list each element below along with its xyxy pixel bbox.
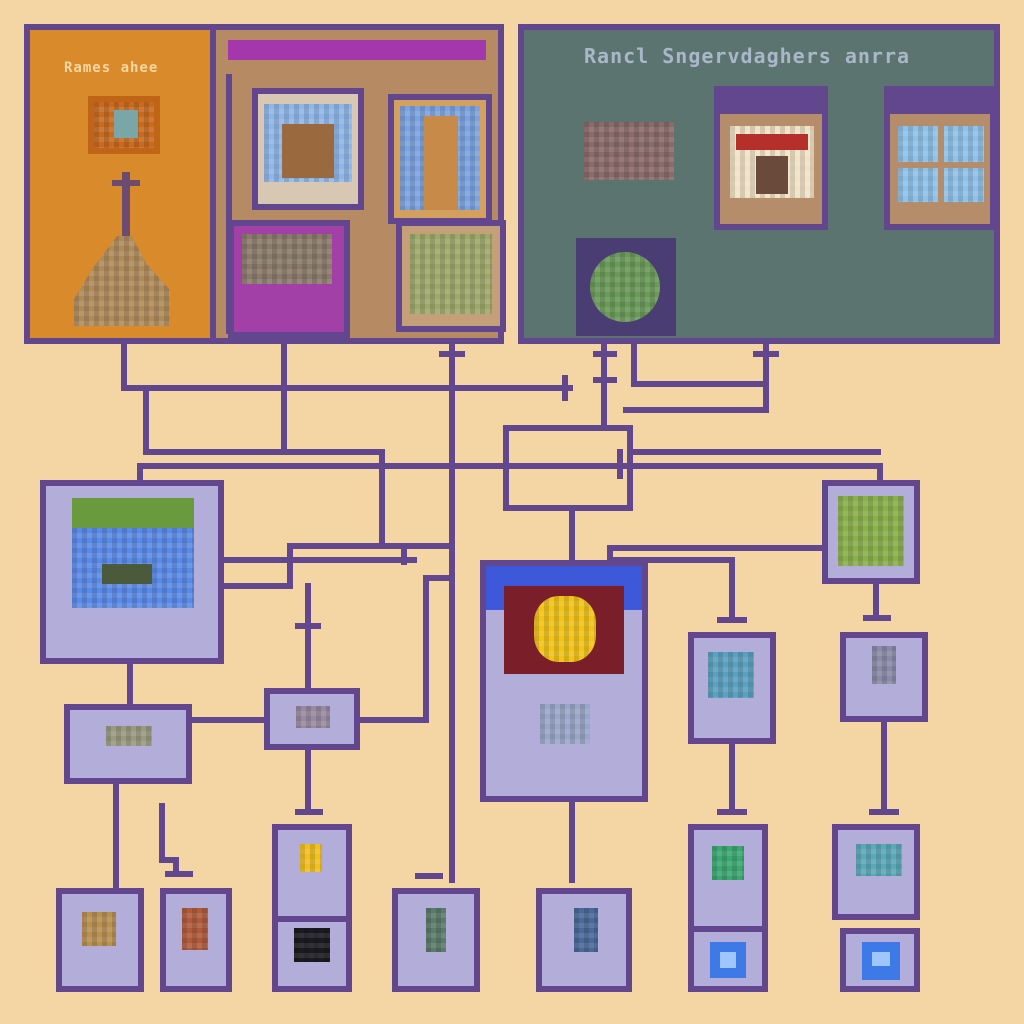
left-panel: Rames ahee [24, 24, 216, 344]
left-panel-title: Rames ahee [64, 60, 159, 76]
node-bottom-5[interactable] [536, 888, 632, 992]
node-bottom-6[interactable] [688, 824, 768, 992]
node-center[interactable] [480, 560, 648, 802]
node-bottom-8[interactable] [840, 928, 920, 992]
cross-bar [112, 180, 140, 186]
right-panel-title: Rancl Sngervdaghers anrra [584, 44, 911, 68]
mosaic-icon [584, 122, 674, 180]
node-843[interactable] [840, 632, 928, 722]
sword-icon [426, 908, 446, 952]
shop-tile [714, 86, 828, 230]
scroll-icon [296, 706, 330, 728]
tree-icon [242, 234, 332, 284]
cloud-icon [856, 844, 902, 876]
window-tile [884, 86, 996, 230]
sun-icon [534, 596, 596, 662]
barrel-icon [294, 928, 330, 962]
torch-icon [300, 844, 322, 872]
middle-panel-banner [228, 40, 486, 60]
window-icon [898, 126, 984, 202]
map-icon [410, 234, 492, 314]
globe-tile [576, 238, 676, 336]
node-bottom-3[interactable] [272, 824, 352, 992]
map-tile [396, 220, 506, 332]
castle-tile [252, 88, 364, 210]
node-bottom-2[interactable] [160, 888, 232, 992]
node-tree-right[interactable] [822, 480, 920, 584]
node-mid-left[interactable] [64, 704, 192, 784]
purple-tile [228, 220, 350, 338]
node-small[interactable] [264, 688, 360, 750]
node-island[interactable] [40, 480, 224, 664]
compass-icon [540, 704, 590, 744]
tree-icon [838, 496, 904, 566]
node-bottom-7[interactable] [832, 824, 920, 920]
chest-icon [106, 726, 152, 746]
blue-square-icon-2 [862, 942, 900, 980]
castle-icon [264, 104, 352, 182]
figure-icon [872, 646, 896, 684]
tower-icon [400, 106, 480, 210]
right-panel: Rancl Sngervdaghers anrra [518, 24, 1000, 344]
person-icon [182, 908, 208, 950]
crate-icon [82, 912, 116, 946]
staff-icon [574, 908, 598, 952]
house-icon [708, 652, 754, 698]
node-bottom-1[interactable] [56, 888, 144, 992]
gem-icon [712, 846, 744, 880]
blue-square-icon [710, 942, 746, 978]
cross-icon [122, 172, 130, 242]
shop-icon [730, 126, 814, 198]
node-690[interactable] [688, 632, 776, 744]
tower-tile [388, 94, 492, 224]
emblem-icon [88, 96, 160, 154]
node-bottom-4[interactable] [392, 888, 480, 992]
mountain-icon [74, 236, 170, 326]
center-maroon-tile [504, 586, 624, 674]
middle-panel [210, 24, 506, 344]
island-icon [72, 498, 194, 608]
globe-icon [590, 252, 660, 322]
